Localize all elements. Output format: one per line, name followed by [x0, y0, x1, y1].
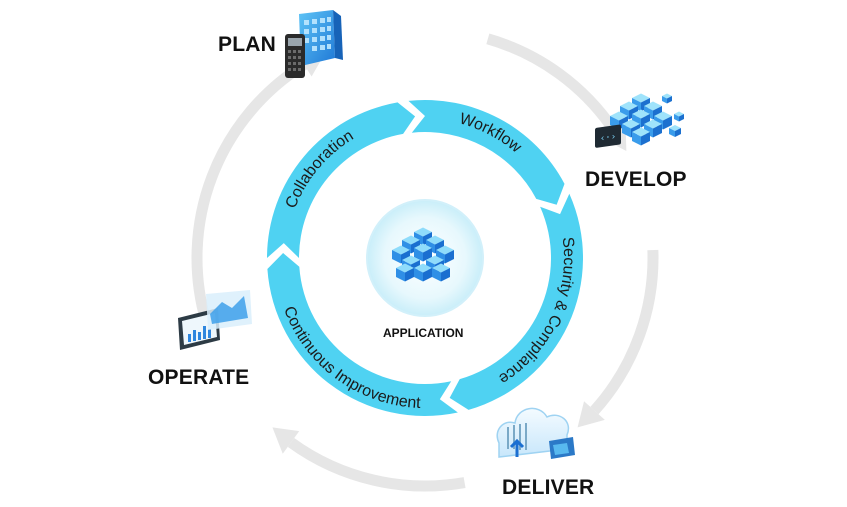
inner-cycle-label: Collaboration — [283, 127, 357, 211]
phase-label-plan: PLAN — [218, 33, 276, 56]
outer-arrow-shaft — [590, 249, 659, 415]
cube — [414, 227, 432, 246]
outer-arrow-shaft — [191, 59, 308, 323]
phase-label-operate: OPERATE — [148, 366, 250, 389]
cube — [436, 245, 454, 264]
code-cubes-icon: ‹·› — [595, 93, 684, 148]
inner-ring-segment — [267, 253, 458, 417]
cube — [432, 263, 450, 282]
cube — [396, 263, 414, 282]
cube-cluster-icon — [392, 227, 454, 282]
outer-cycle-arrows — [191, 33, 659, 492]
inner-ring-segment — [408, 100, 565, 205]
cube — [426, 235, 444, 254]
outer-arrow-head — [272, 427, 300, 454]
inner-ring-segment — [267, 102, 416, 258]
cloud-deploy-icon — [496, 407, 575, 459]
cube — [414, 263, 432, 282]
cube — [669, 125, 681, 137]
svg-text:‹·›: ‹·› — [600, 132, 616, 144]
outer-arrow-shaft — [486, 33, 619, 134]
phase-label-deliver: DELIVER — [502, 476, 595, 499]
cube — [674, 111, 684, 122]
outer-arrow-shaft — [287, 438, 466, 492]
outer-arrow-head — [577, 401, 605, 428]
application-hub — [366, 199, 484, 317]
inner-ring-segment — [449, 193, 583, 410]
application-label: APPLICATION — [383, 326, 464, 340]
phase-label-develop: DEVELOP — [585, 168, 687, 191]
inner-cycle-ring — [267, 100, 583, 417]
cube — [632, 127, 650, 146]
cube — [662, 93, 672, 104]
monitoring-dashboard-icon — [178, 290, 252, 350]
building-calculator-icon — [285, 10, 343, 78]
cube — [644, 119, 662, 138]
